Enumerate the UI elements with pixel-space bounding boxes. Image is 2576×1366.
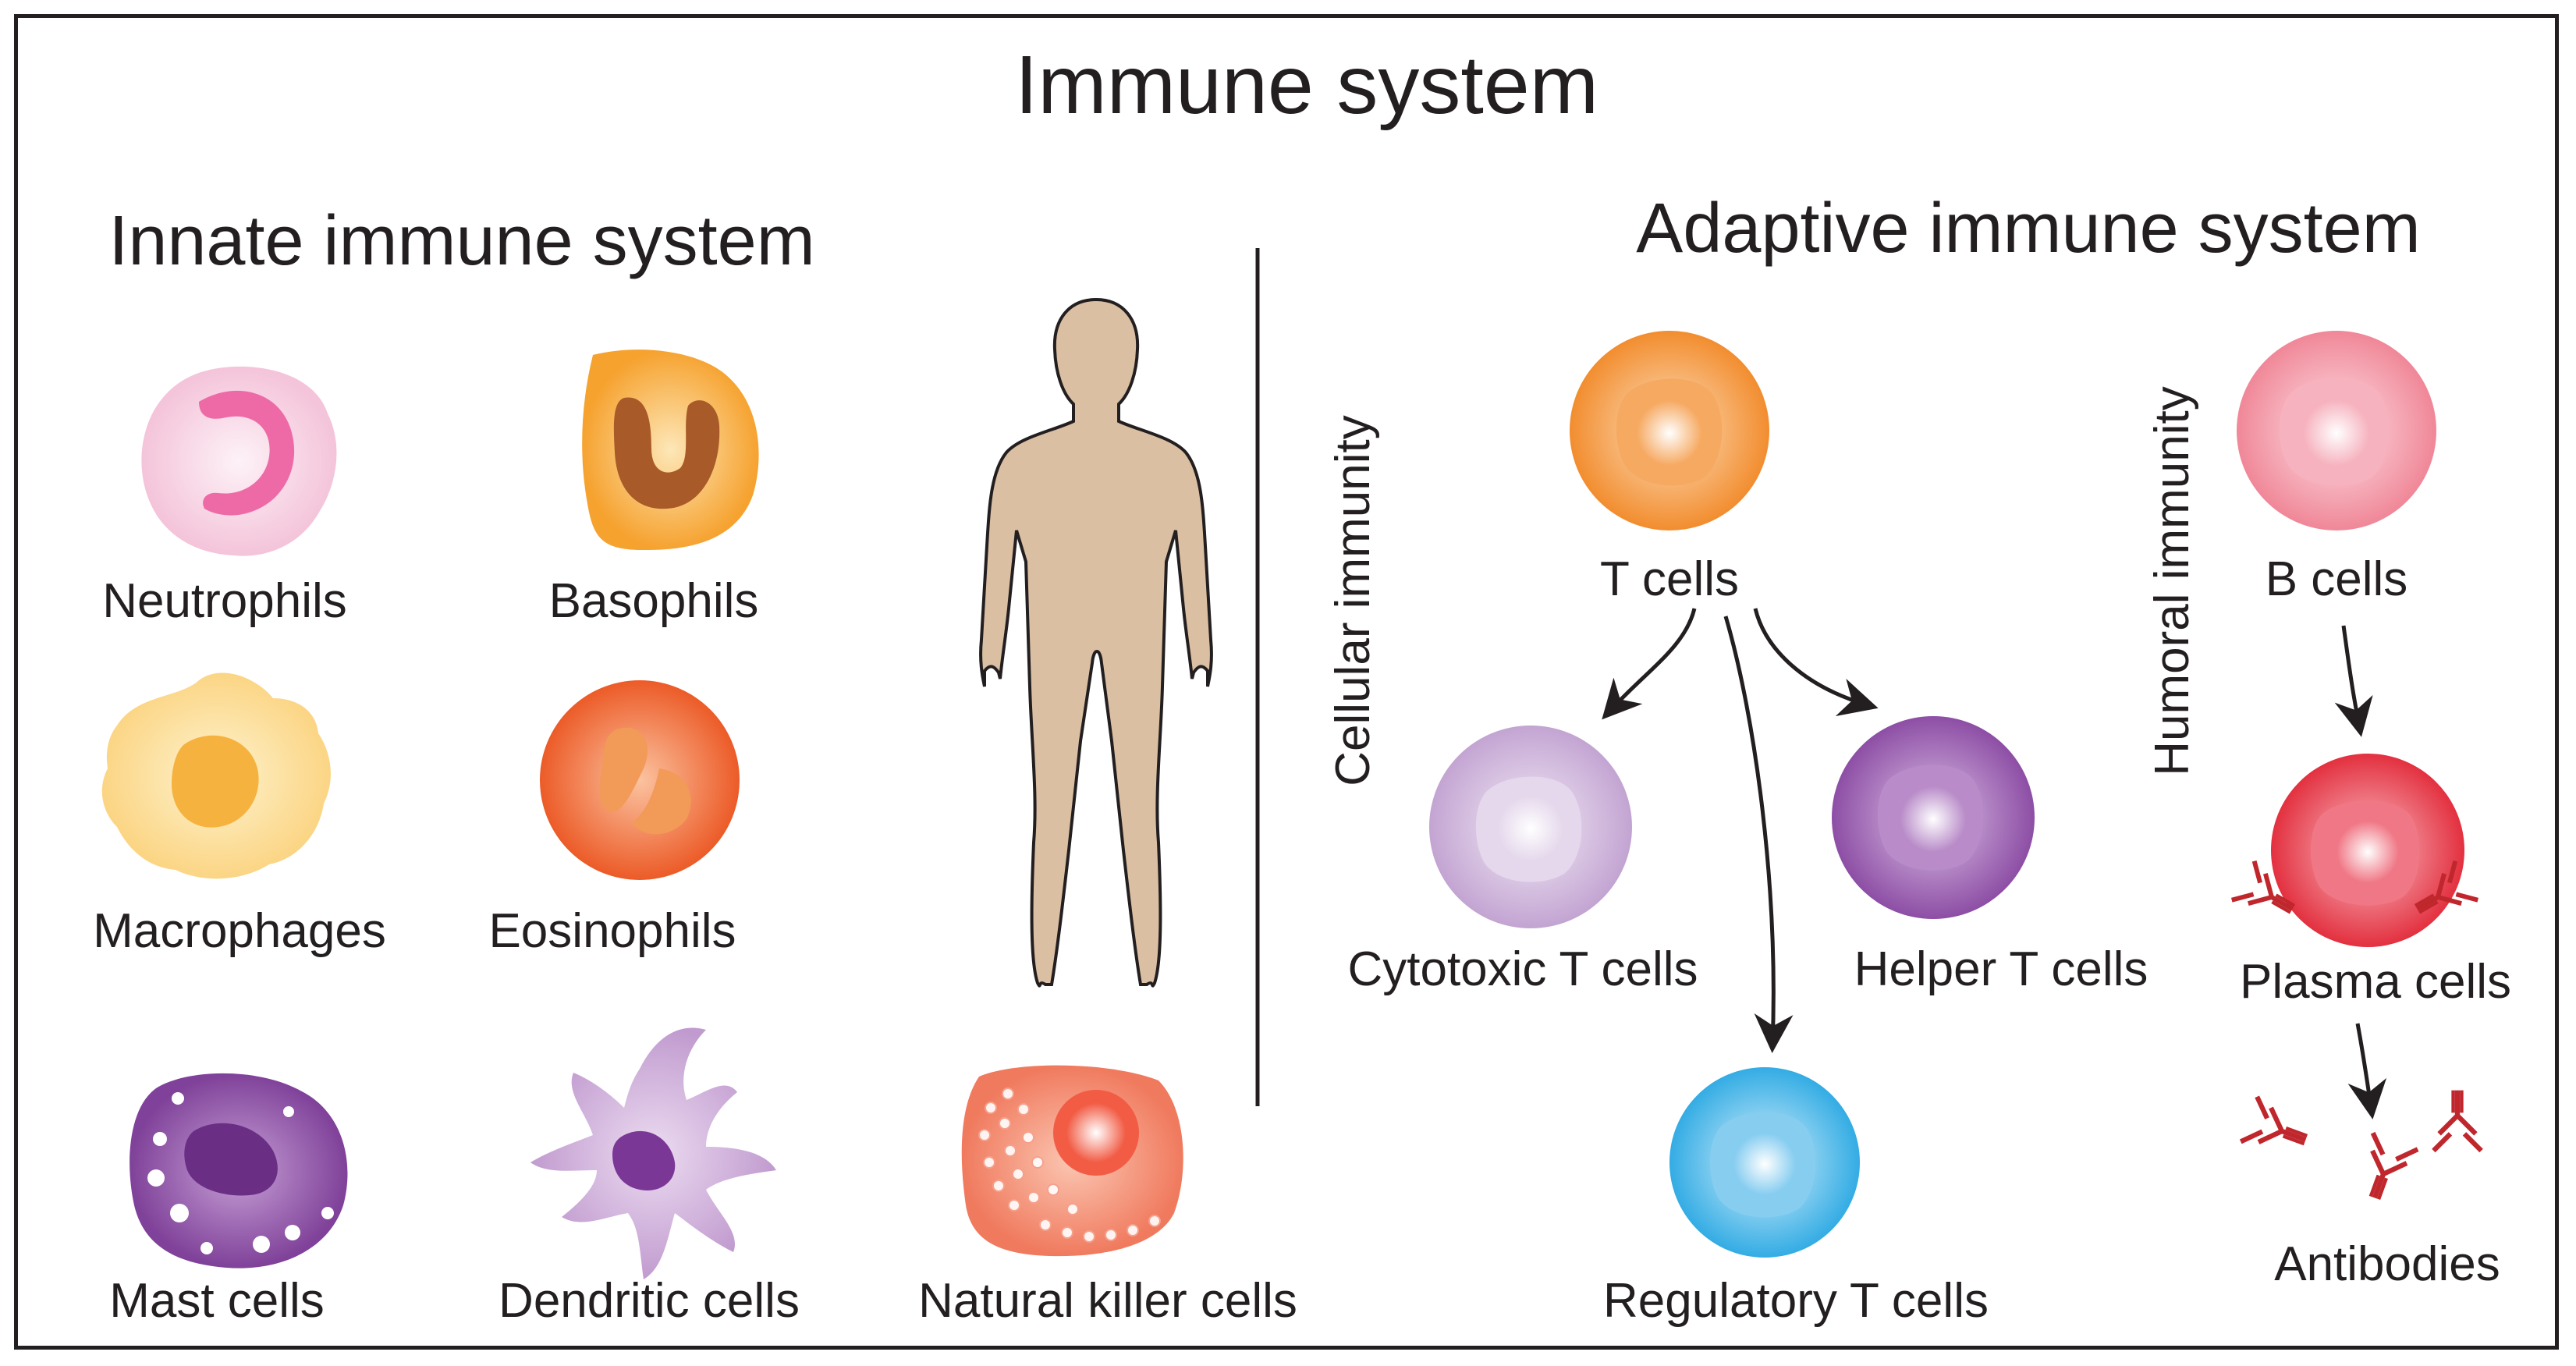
helper-t-cell-icon xyxy=(1832,716,2035,919)
humoral-immunity-label: Humoral immunity xyxy=(2145,386,2199,776)
cellular-immunity-label: Cellular immunity xyxy=(1326,415,1380,786)
dendritic-cell-icon xyxy=(530,1027,776,1279)
b-cell-icon xyxy=(2237,331,2436,530)
human-body-icon xyxy=(979,297,1213,988)
natural-killer-cell-icon xyxy=(961,1065,1183,1257)
adaptive-heading: Adaptive immune system xyxy=(1636,190,2421,268)
macrophage-icon xyxy=(101,672,331,879)
arrow-t-to-regulatory xyxy=(1723,616,1794,1053)
neutrophil-icon xyxy=(141,366,337,556)
eosinophil-icon xyxy=(540,680,740,880)
mast-cells-label: Mast cells xyxy=(109,1274,325,1328)
antibodies-label: Antibodies xyxy=(2274,1237,2500,1291)
diagram-title: Immune system xyxy=(1014,39,1599,131)
helper-t-cells-label: Helper T cells xyxy=(1854,942,2148,996)
antibody-icon xyxy=(2352,1133,2418,1206)
basophil-icon xyxy=(582,349,759,551)
arrow-b-to-plasma xyxy=(2334,625,2373,737)
natural-killer-cells-label: Natural killer cells xyxy=(918,1274,1297,1328)
basophils-label: Basophils xyxy=(548,574,759,628)
b-cells-label: B cells xyxy=(2265,552,2408,606)
regulatory-t-cells-label: Regulatory T cells xyxy=(1603,1274,1989,1328)
cytotoxic-t-cell-icon xyxy=(1429,726,1632,928)
eosinophils-label: Eosinophils xyxy=(488,904,736,958)
dendritic-cells-label: Dendritic cells xyxy=(499,1274,800,1328)
innate-heading: Innate immune system xyxy=(108,202,815,280)
plasma-cells-label: Plasma cells xyxy=(2240,955,2511,1009)
diagram-frame xyxy=(14,14,2559,1350)
t-cell-icon xyxy=(1570,331,1769,530)
arrow-t-to-helper xyxy=(1753,608,1879,717)
t-cells-label: T cells xyxy=(1599,552,1740,606)
mast-cell-icon xyxy=(130,1073,348,1268)
macrophages-label: Macrophages xyxy=(93,904,386,958)
arrow-plasma-to-antibodies xyxy=(2347,1023,2387,1119)
arrow-t-to-cytotoxic xyxy=(1602,608,1697,720)
regulatory-t-cell-icon xyxy=(1669,1067,1860,1258)
neutrophils-label: Neutrophils xyxy=(102,574,347,628)
antibody-icon xyxy=(2433,1091,2481,1151)
cytotoxic-t-cells-label: Cytotoxic T cells xyxy=(1347,942,1698,996)
antibody-icon xyxy=(2241,1097,2314,1162)
plasma-cell-icon xyxy=(2271,754,2464,947)
